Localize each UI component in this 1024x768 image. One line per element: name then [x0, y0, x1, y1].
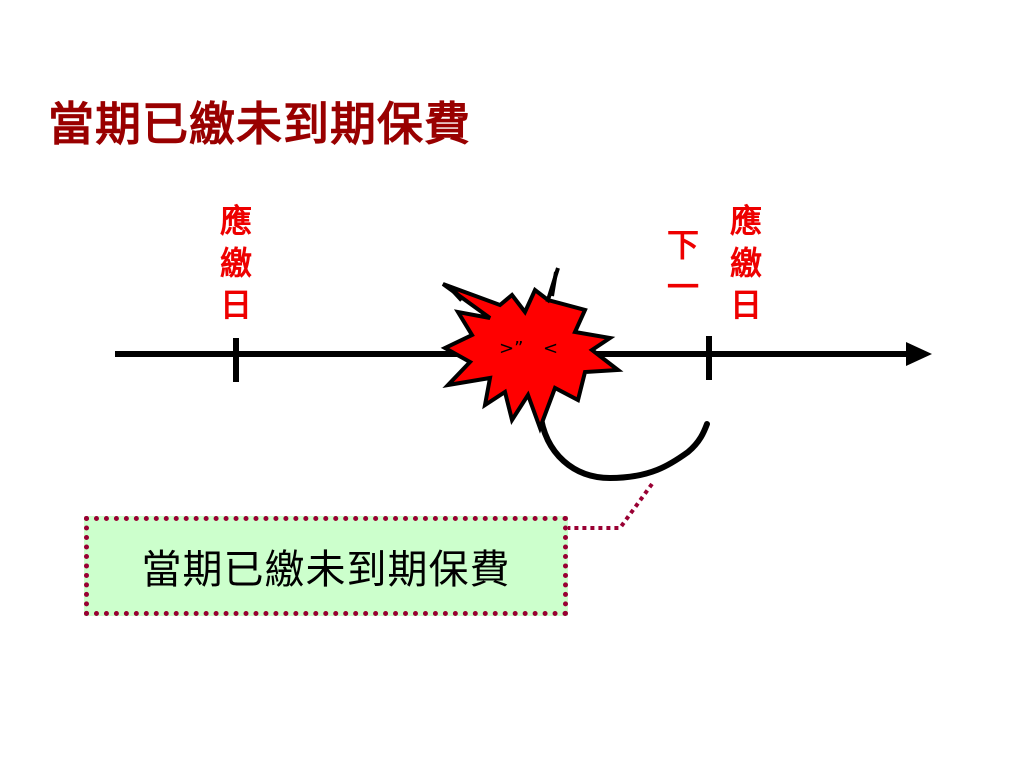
- callout-connector: [568, 482, 654, 530]
- bracket-curve: [537, 409, 710, 482]
- explosion-burst: [440, 267, 624, 434]
- burst-accent: [448, 285, 464, 302]
- burst-accent: [550, 271, 558, 297]
- timeline-arrowhead: [906, 342, 932, 366]
- burst-text-right: <: [543, 338, 559, 359]
- label-due-date-2: 應 繳 日: [729, 202, 762, 324]
- label-next: 下 一: [666, 226, 699, 306]
- burst-text-left: >”: [499, 338, 524, 359]
- label-due-date-1: 應 繳 日: [219, 202, 252, 324]
- callout-box: 當期已繳未到期保費: [84, 516, 568, 616]
- slide-title: 當期已繳未到期保費: [48, 97, 471, 151]
- callout-text: 當期已繳未到期保費: [141, 547, 511, 593]
